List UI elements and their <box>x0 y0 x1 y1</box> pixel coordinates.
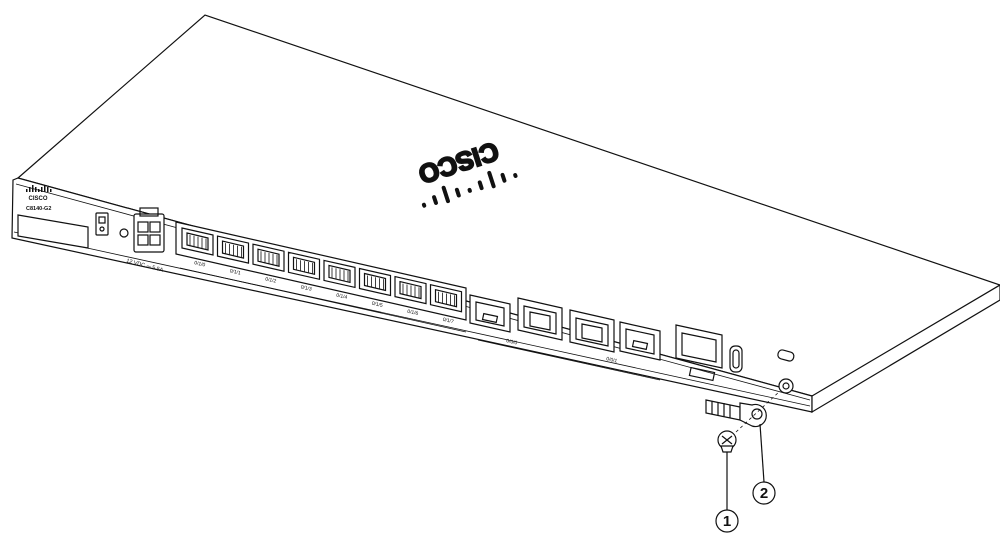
front-cisco-bars <box>26 185 52 192</box>
lan-port-label-5: 0/1/5 <box>371 301 383 309</box>
model-label: C8140-G2 <box>26 206 51 212</box>
wan-rj45-port-1[interactable] <box>517 297 563 341</box>
lan-port-label-4: 0/1/4 <box>336 293 348 301</box>
lan-port-6[interactable] <box>394 275 427 305</box>
wan-port-label-1: 0/0/0 <box>506 338 518 346</box>
wan-port-label-2: 0/0/1 <box>606 356 618 364</box>
lan-port-2[interactable] <box>252 243 285 272</box>
lan-ports <box>181 227 463 313</box>
lan-port-label-2: 0/1/2 <box>265 276 277 284</box>
cisco-logo-bars <box>421 170 518 208</box>
power-connector <box>133 207 165 253</box>
lan-port-label-3: 0/1/3 <box>300 284 312 292</box>
sfp-port-1[interactable] <box>469 294 511 333</box>
alignment-dashed-line <box>735 390 781 433</box>
lan-port-label-1: 0/1/1 <box>229 268 241 276</box>
chassis-side-face <box>811 284 1000 414</box>
front-cisco-wordmark: CISCO <box>28 196 47 202</box>
lan-port-0[interactable] <box>181 227 214 256</box>
lan-port-label-6: 0/1/6 <box>407 309 419 317</box>
reset-button[interactable] <box>119 228 129 238</box>
label-window <box>17 214 89 249</box>
usb-c-port[interactable] <box>729 345 743 373</box>
ground-screw-hole <box>778 378 794 394</box>
kensington-lock-slot <box>777 349 795 362</box>
callout-2: 2 <box>752 423 776 505</box>
lan-port-7[interactable] <box>429 283 463 313</box>
lan-port-block: 0/1/0 0/1/1 0/1/2 0/1/3 0/1/4 0/1/5 0/1/6 0/1/7 <box>175 221 467 333</box>
lan-port-labels: 0/1/0 0/1/1 0/1/2 0/1/3 0/1/4 0/1/5 0/1/6 0/1/7 <box>194 260 455 325</box>
console-port[interactable] <box>675 324 723 382</box>
callout-1-number: 1 <box>723 513 731 530</box>
lan-port-1[interactable] <box>216 235 250 264</box>
front-logo-badge: CISCO C8140-G2 <box>26 185 52 212</box>
ground-screw <box>717 430 737 453</box>
lan-port-4[interactable] <box>323 259 356 289</box>
wan-port-block: 0/0/0 0/0/1 <box>469 294 661 381</box>
lan-port-label-0: 0/1/0 <box>194 260 206 268</box>
lan-port-label-7: 0/1/7 <box>442 317 454 325</box>
callout-2-number: 2 <box>760 485 768 502</box>
power-switch[interactable] <box>95 212 109 236</box>
lan-port-3[interactable] <box>287 251 321 281</box>
lan-port-5[interactable] <box>358 267 392 297</box>
sfp-port-2[interactable] <box>619 321 661 361</box>
ground-lug <box>705 399 767 428</box>
wan-rj45-port-2[interactable] <box>569 309 615 353</box>
callout-1: 1 <box>715 452 739 533</box>
